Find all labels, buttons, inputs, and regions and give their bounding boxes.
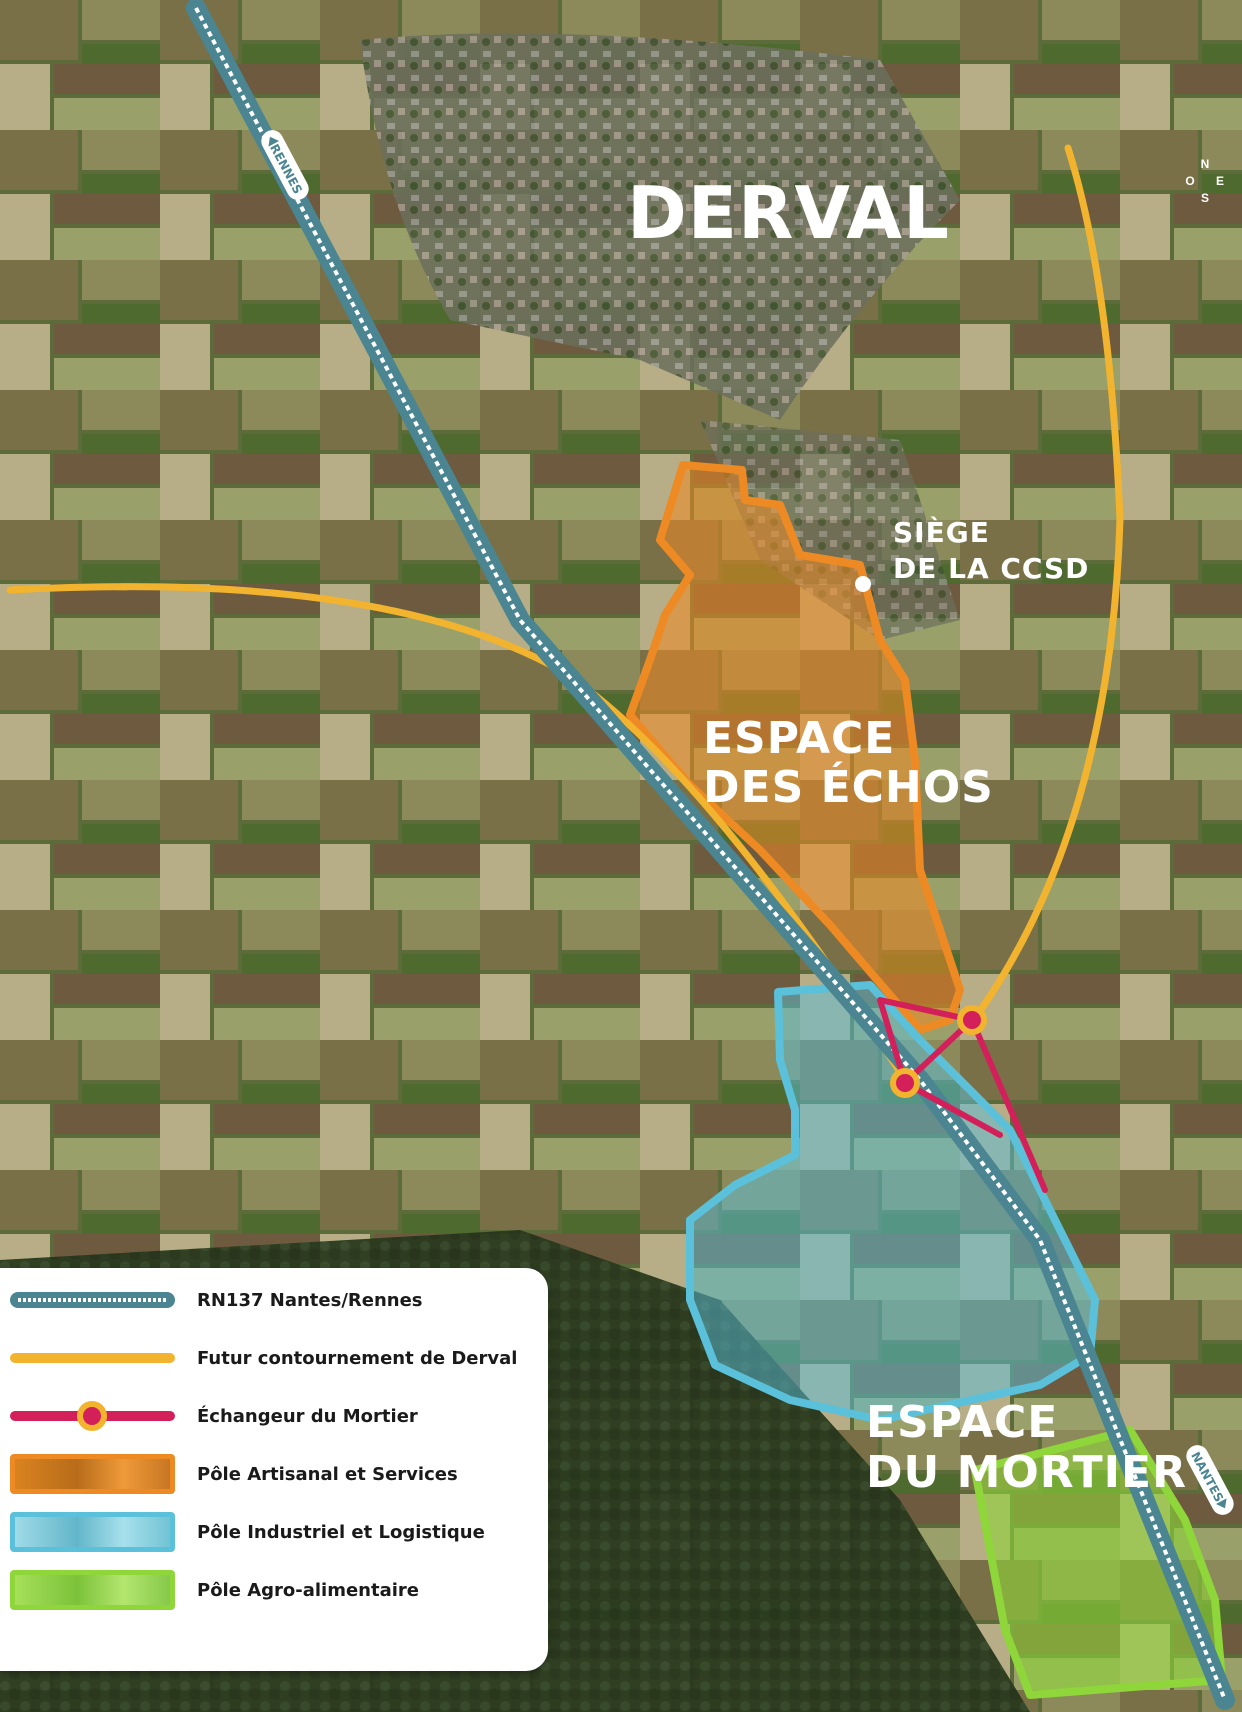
legend-item-bypass: Futur contournement de Derval (10, 1338, 517, 1378)
zone-mortier-label-line1: ESPACE (866, 1397, 1058, 1448)
svg-text:O: O (1185, 174, 1194, 188)
legend-item-road: RN137 Nantes/Rennes (10, 1280, 423, 1320)
legend-label-bypass: Futur contournement de Derval (197, 1347, 518, 1369)
zone-artisanal (626, 461, 964, 1034)
compass-rose-icon: N O E S (1185, 157, 1224, 205)
zone-echos-label-line2: DES ÉCHOS (703, 760, 994, 813)
zone-mortier-label-line2: DU MORTIER (866, 1447, 1187, 1498)
interchange-symbol-icon (10, 1396, 175, 1436)
rn137-road-centerline (194, 7, 1227, 1701)
zone-industrial (686, 981, 1099, 1424)
hq-label-line1: SIÈGE (893, 515, 990, 549)
svg-text:S: S (1201, 191, 1209, 205)
interchange-node-east (957, 1005, 987, 1035)
legend-label-agro: Pôle Agro-alimentaire (197, 1579, 420, 1601)
zone-agro (971, 1426, 1226, 1699)
legend-item-industrial: Pôle Industriel et Logistique (10, 1512, 485, 1552)
zone-echos-label-line1: ESPACE (703, 713, 895, 764)
industrial-swatch (10, 1512, 175, 1552)
town-label-derval: DERVAL (627, 171, 950, 255)
hq-marker (855, 576, 871, 592)
interchange-node-west (890, 1068, 920, 1098)
legend-label-industrial: Pôle Industriel et Logistique (197, 1521, 485, 1543)
legend-item-artisanal: Pôle Artisanal et Services (10, 1454, 458, 1494)
legend-label-artisanal: Pôle Artisanal et Services (197, 1463, 458, 1485)
artisanal-swatch (10, 1454, 175, 1494)
road-symbol-icon (10, 1280, 175, 1320)
legend-item-agro: Pôle Agro-alimentaire (10, 1570, 419, 1610)
map-legend: RN137 Nantes/Rennes Futur contournement … (0, 1268, 548, 1671)
legend-item-interchange: Échangeur du Mortier (10, 1396, 418, 1436)
agro-swatch (10, 1570, 175, 1610)
svg-text:E: E (1216, 174, 1224, 188)
bypass-symbol-icon (10, 1338, 175, 1378)
hq-label-line2: DE LA CCSD (893, 552, 1089, 585)
legend-label-road: RN137 Nantes/Rennes (197, 1289, 423, 1311)
bypass-line-east (971, 144, 1124, 1022)
svg-text:N: N (1201, 157, 1210, 171)
legend-label-interchange: Échangeur du Mortier (197, 1405, 418, 1427)
